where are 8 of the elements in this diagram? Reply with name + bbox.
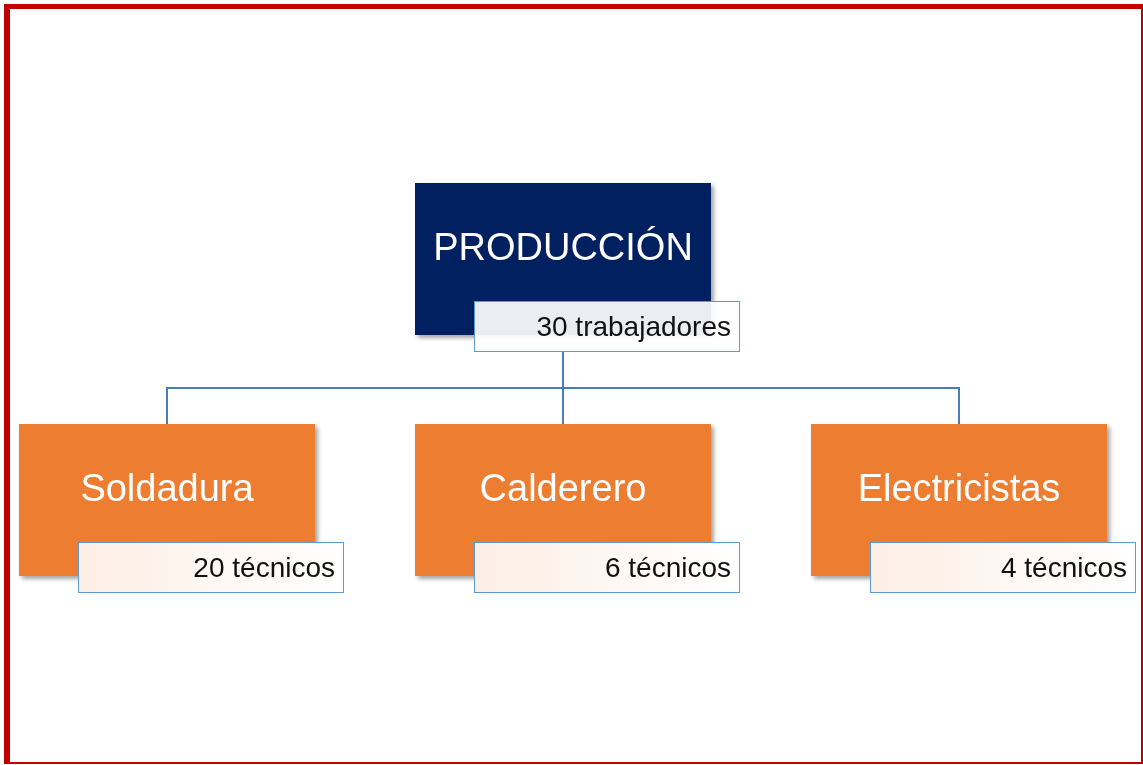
- staff-count: 30 trabajadores: [474, 301, 740, 352]
- staff-count: 6 técnicos: [474, 542, 740, 593]
- unit-name: Electricistas: [857, 466, 1061, 510]
- staff-count: 4 técnicos: [870, 542, 1136, 593]
- unit-name: PRODUCCIÓN: [433, 225, 693, 269]
- unit-name: Soldadura: [80, 466, 254, 510]
- staff-count: 20 técnicos: [78, 542, 344, 593]
- unit-name: Calderero: [479, 466, 647, 510]
